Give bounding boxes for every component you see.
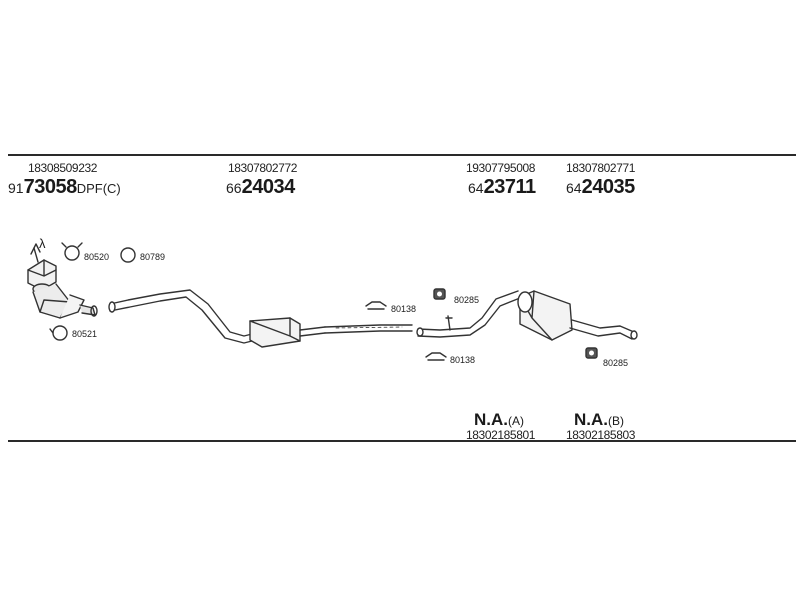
part-code-prefix: 66	[226, 180, 242, 196]
part-ref-1: 18308509232	[28, 161, 98, 175]
part-code-2: 6624034	[226, 176, 295, 199]
footer-rule	[8, 440, 796, 442]
part-ref-3: 19307795008	[466, 161, 536, 175]
front-pipe	[108, 289, 253, 344]
footer-item-a: N.A.(A)	[474, 410, 524, 430]
part-code-main: 24035	[581, 176, 636, 198]
part-ref-2: 18307802772	[228, 161, 298, 175]
variant-label: (B)	[608, 414, 624, 428]
intermediate-pipe	[324, 324, 413, 334]
footer-item-b: N.A.(B)	[574, 410, 624, 430]
footer-ref-a: 18302185801	[466, 428, 536, 442]
part-code-4: 6424035	[566, 176, 635, 199]
dpf-catalyst	[27, 243, 98, 319]
part-code-prefix: 64	[468, 180, 484, 196]
part-code-prefix: 64	[566, 180, 582, 196]
clamp-icon	[49, 325, 68, 341]
ring-label: 80789	[140, 252, 166, 262]
bracket-icon	[425, 352, 447, 361]
part-code-main: 73058	[23, 176, 78, 198]
rear-silencer	[517, 290, 638, 341]
part-ref-4: 18307802771	[566, 161, 636, 175]
part-code-main: 24034	[241, 176, 296, 198]
part-code-prefix: 91	[8, 180, 24, 196]
rubber-mount-label: 80285	[454, 295, 480, 305]
footer-ref-b: 18302185803	[566, 428, 636, 442]
centre-silencer	[249, 317, 326, 348]
clamp-icon	[61, 242, 83, 261]
na-label: N.A.	[574, 410, 608, 429]
bracket-label: 80138	[450, 355, 476, 365]
bracket-label: 80138	[391, 304, 417, 314]
clamp-label: 80521	[72, 329, 98, 339]
rubber-mount-label: 80285	[603, 358, 629, 368]
part-code-suffix: DPF(C)	[76, 181, 121, 196]
part-code-main: 23711	[483, 176, 537, 198]
rear-pipe	[416, 290, 521, 338]
variant-label: (A)	[508, 414, 524, 428]
na-label: N.A.	[474, 410, 508, 429]
rubber-mount-icon	[585, 347, 598, 359]
part-code-3: 6423711	[468, 176, 536, 199]
lambda-sensor-label: λ	[39, 236, 46, 251]
header-rule	[8, 154, 796, 156]
ring-icon	[120, 247, 136, 263]
rubber-mount-icon	[433, 288, 446, 300]
bracket-icon	[365, 301, 387, 310]
clamp-label: 80520	[84, 252, 110, 262]
part-code-1: 9173058DPF(C)	[8, 176, 121, 199]
